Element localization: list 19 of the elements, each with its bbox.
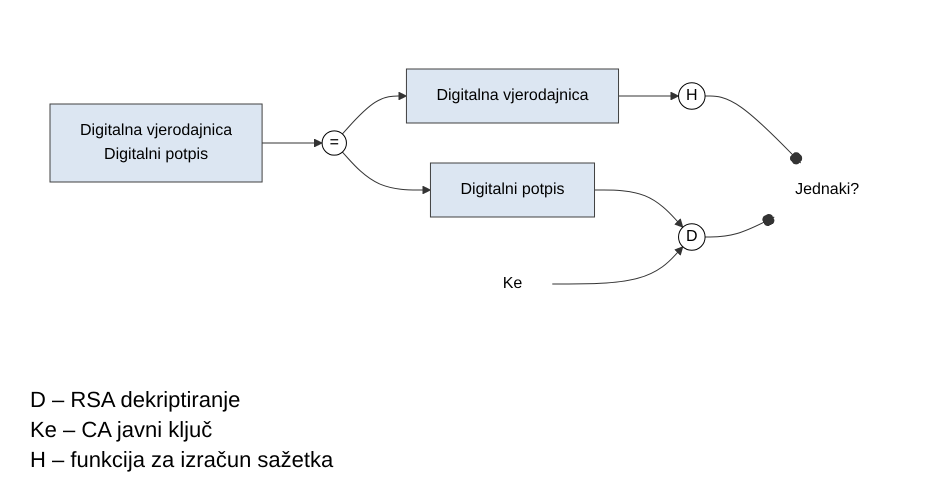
arrow	[618, 92, 679, 100]
legend-note: Ke – CA javni ključ	[30, 416, 214, 444]
arrow	[262, 138, 322, 148]
arrow	[342, 152, 431, 194]
node-text: Jednaki?	[795, 181, 860, 198]
node-circle: =	[322, 130, 347, 156]
node-box: Digitalna vjerodajnica	[406, 68, 619, 124]
node-box: Digitalna vjerodajnica Digitalni potpis	[49, 104, 263, 182]
arrow	[552, 246, 684, 284]
legend-note: H – funkcija za izračun sažetka	[30, 446, 334, 474]
node-circle: D	[678, 223, 706, 251]
node-box: Digitalni potpis	[430, 162, 595, 218]
node-text: Ke	[502, 275, 522, 292]
legend-note: D – RSA dekriptiranje	[30, 386, 242, 414]
connector	[704, 214, 775, 238]
arrow	[594, 190, 684, 228]
node-circle: H	[678, 82, 706, 110]
arrow	[342, 92, 407, 134]
connector	[704, 96, 802, 164]
